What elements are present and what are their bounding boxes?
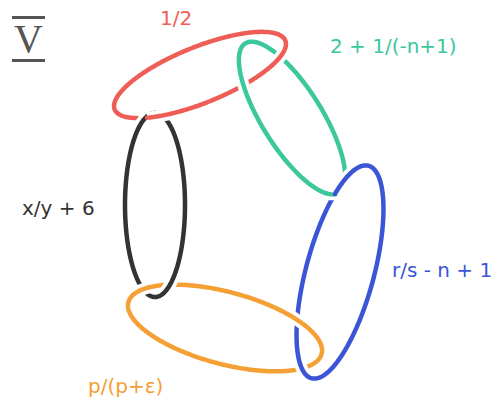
- over-crossing: [164, 272, 175, 292]
- crossing-gap: [147, 111, 181, 118]
- crossing-gap: [240, 72, 250, 102]
- component-label: p/(p+ε): [88, 374, 163, 398]
- link-component: [125, 113, 185, 297]
- over-crossing: [281, 311, 309, 330]
- over-crossing: [133, 286, 155, 295]
- figure-numeral: V: [12, 16, 45, 62]
- crossing-gap: [164, 272, 175, 292]
- over-crossing: [298, 357, 307, 376]
- link-component: [239, 42, 345, 195]
- over-crossing: [147, 111, 181, 118]
- crossing-strand: [272, 49, 285, 66]
- component-label: r/s - n + 1: [392, 258, 492, 282]
- crossing-gap: [272, 49, 285, 66]
- crossing-strand: [335, 170, 354, 194]
- crossing-strand: [240, 72, 250, 102]
- crossing-strand: [147, 111, 181, 118]
- crossing-strand: [164, 272, 175, 292]
- over-crossing: [240, 72, 250, 102]
- crossing-gap: [281, 311, 309, 330]
- crossing-gap: [298, 357, 307, 376]
- component-label: x/y + 6: [22, 196, 95, 220]
- over-crossing: [335, 170, 354, 194]
- crossing-gap: [133, 286, 155, 295]
- crossing-gap: [335, 170, 354, 194]
- component-label: 1/2: [160, 6, 192, 30]
- crossing-strand: [133, 286, 155, 295]
- over-crossing: [272, 49, 285, 66]
- crossing-strand: [281, 311, 309, 330]
- link-component: [297, 165, 384, 378]
- crossing-strand: [298, 357, 307, 376]
- component-label: 2 + 1/(-n+1): [330, 34, 457, 58]
